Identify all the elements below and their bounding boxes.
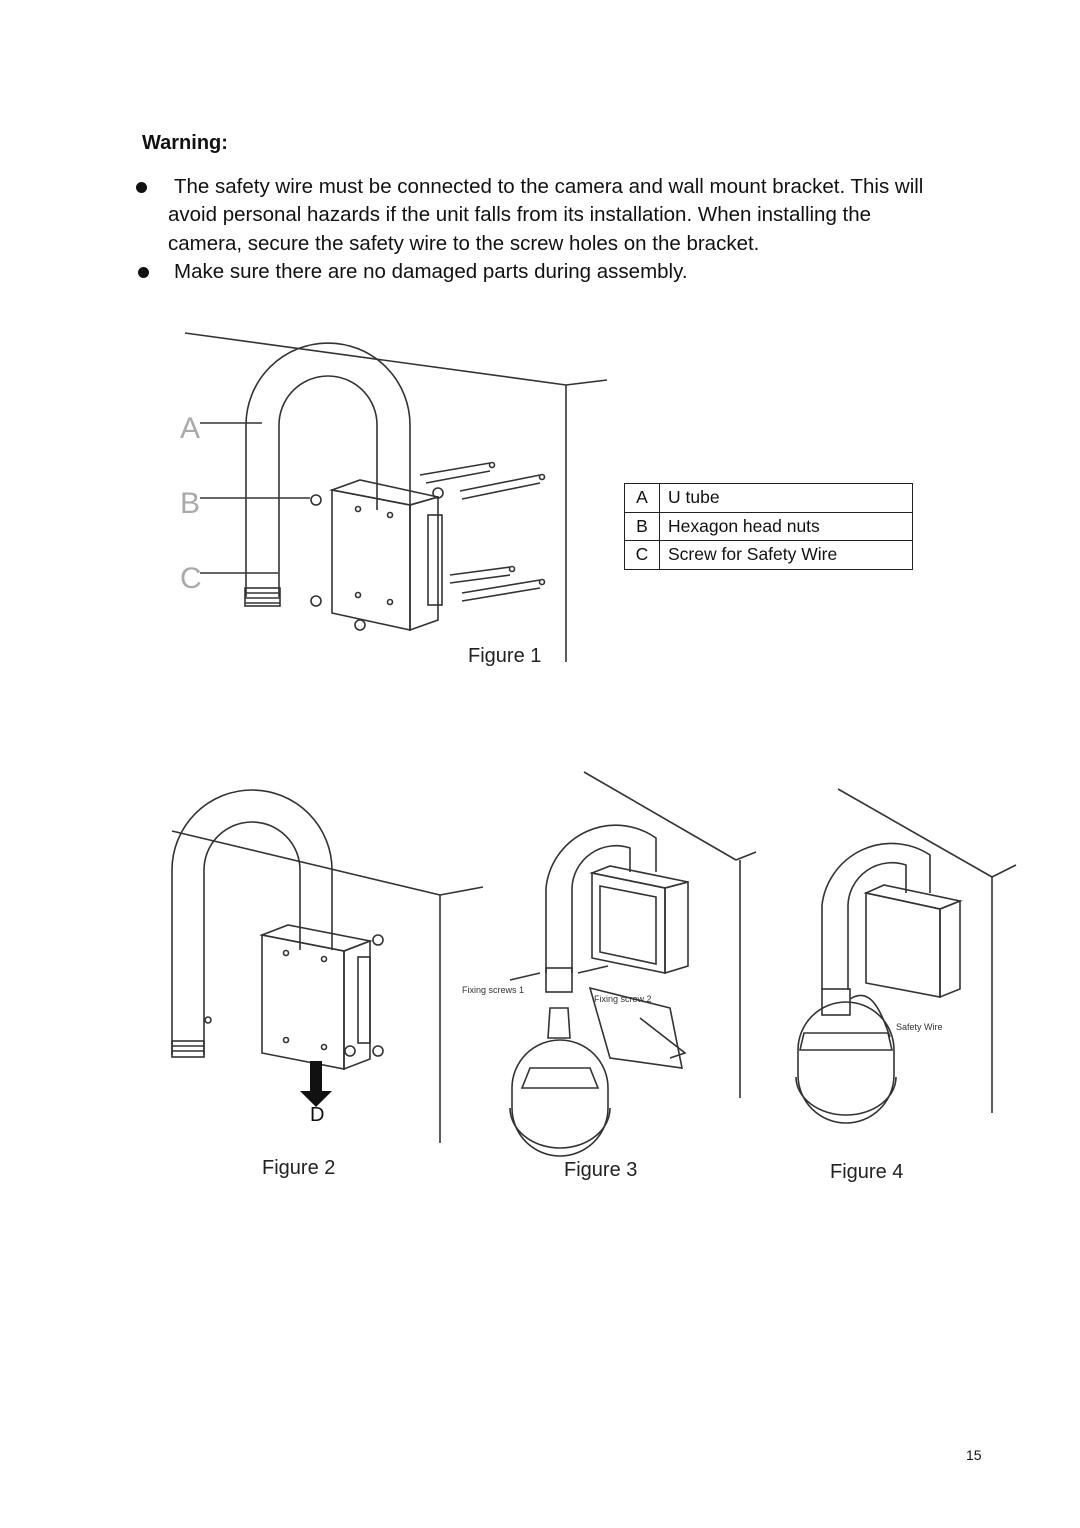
figure-3-fixing-screws-1: Fixing screws 1: [462, 985, 524, 995]
bullet-1-line-1: The safety wire must be connected to the…: [174, 175, 924, 198]
legend-label: Hexagon head nuts: [659, 511, 913, 541]
bullet-1-line-2: avoid personal hazards if the unit falls…: [168, 203, 872, 226]
bullet-dot-1: [136, 182, 147, 193]
bullet-1-line-3: camera, secure the safety wire to the sc…: [168, 232, 760, 255]
parts-legend-table: A U tube B Hexagon head nuts C Screw for…: [624, 483, 913, 570]
figure-4-caption: Figure 4: [830, 1161, 904, 1183]
figure-3-illustration: Fixing screws 1 Fixing screw 2: [462, 771, 757, 1157]
figure-1-label-a: A: [180, 412, 200, 445]
figure-3-fixing-screw-2: Fixing screw 2: [594, 994, 652, 1004]
warning-heading: Warning:: [142, 132, 228, 154]
figure-1-label-b: B: [180, 487, 200, 520]
figure-4-illustration: Safety Wire: [795, 788, 1017, 1124]
legend-key: B: [624, 511, 660, 541]
legend-row: C Screw for Safety Wire: [624, 540, 913, 570]
figure-2-caption: Figure 2: [262, 1157, 336, 1179]
bullet-dot-2: [138, 267, 149, 278]
legend-label: Screw for Safety Wire: [659, 540, 913, 570]
bullet-2-line-1: Make sure there are no damaged parts dur…: [174, 260, 688, 283]
legend-key: A: [624, 483, 660, 513]
legend-label: U tube: [659, 483, 913, 513]
page-number: 15: [966, 1447, 982, 1463]
legend-key: C: [624, 540, 660, 570]
figure-3-caption: Figure 3: [564, 1159, 638, 1181]
figure-1-illustration: A B C: [180, 332, 608, 662]
figure-4-safety-wire-label: Safety Wire: [896, 1022, 943, 1032]
figure-2-label-d: D: [310, 1104, 324, 1126]
legend-row: A U tube: [624, 483, 913, 513]
figure-1-label-c: C: [180, 562, 202, 595]
legend-row: B Hexagon head nuts: [624, 511, 913, 541]
figure-2-illustration: D: [171, 789, 484, 1143]
figure-1-caption: Figure 1: [468, 645, 542, 667]
